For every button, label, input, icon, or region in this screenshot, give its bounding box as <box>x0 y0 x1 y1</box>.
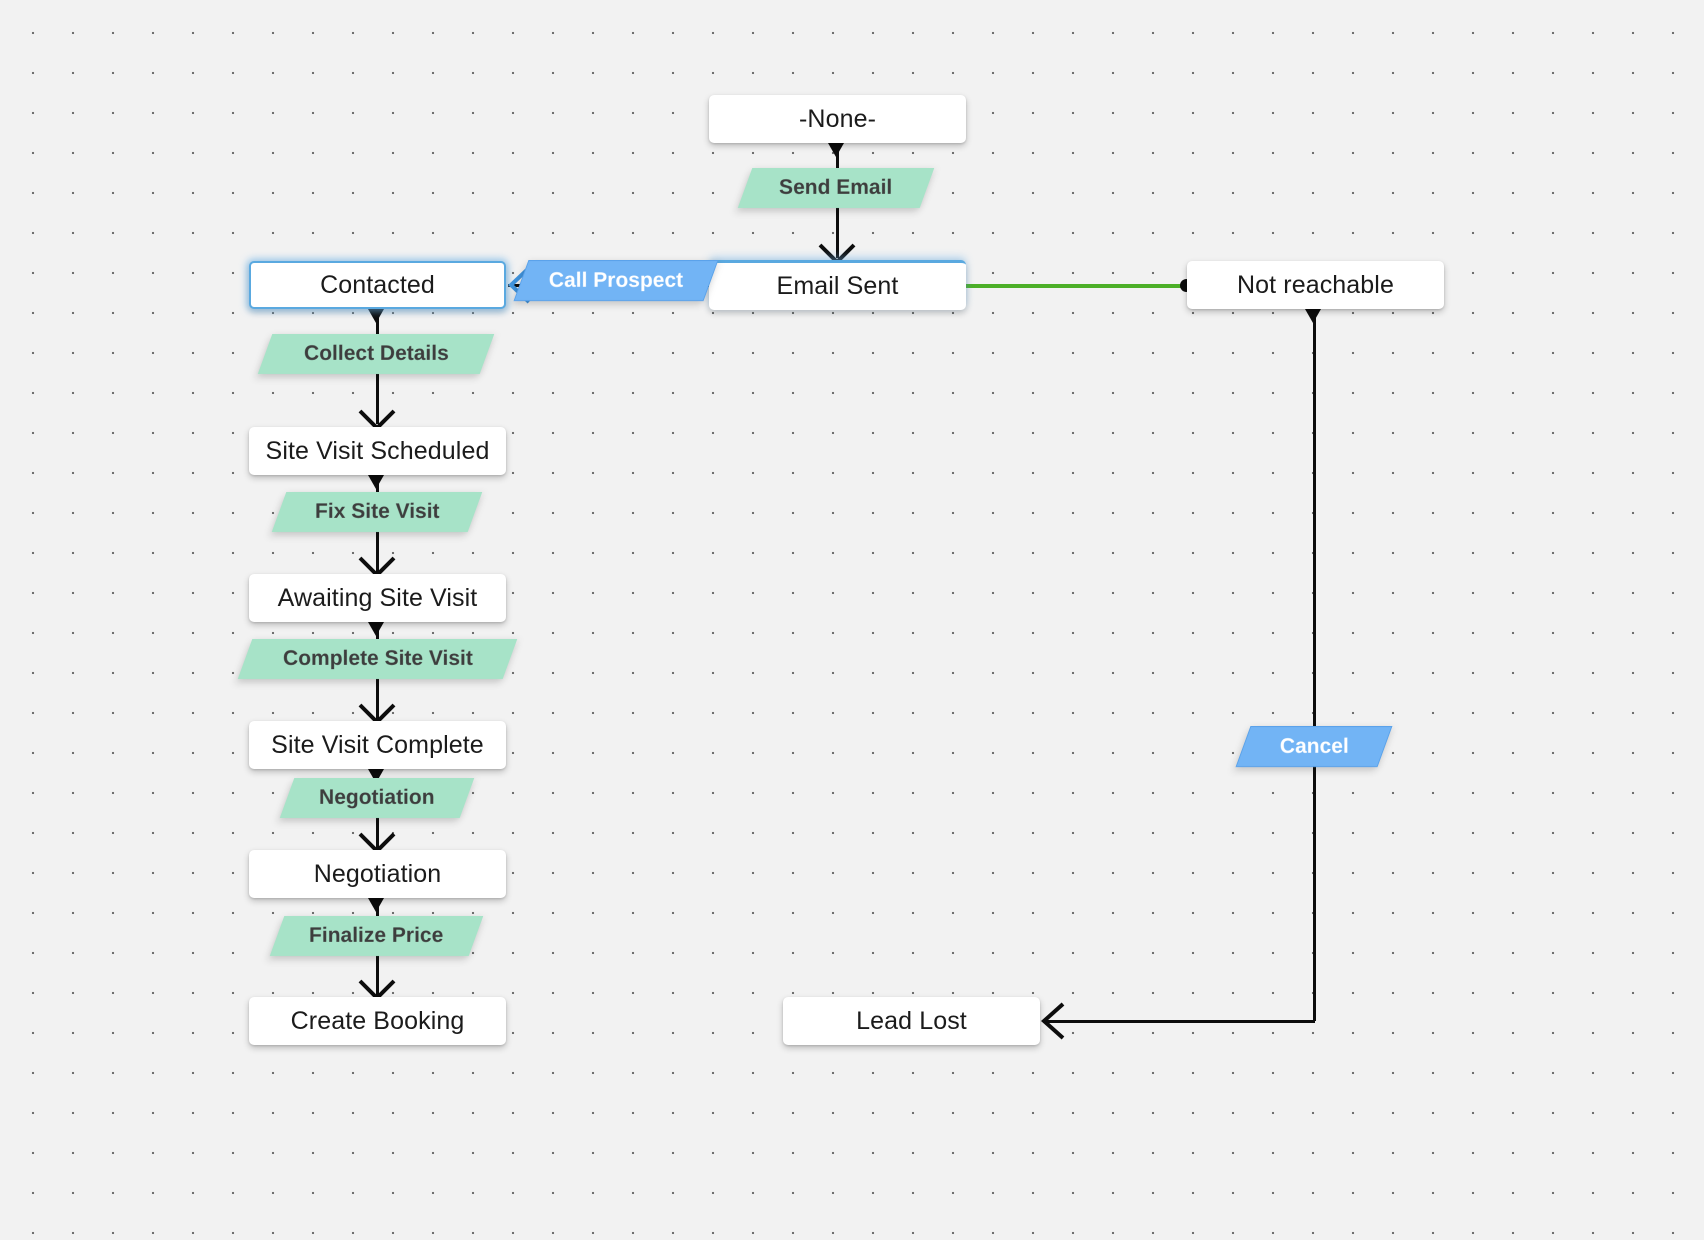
node-label: Site Visit Scheduled <box>265 436 490 465</box>
node-lead-lost[interactable]: Lead Lost <box>783 997 1040 1045</box>
node-negotiation[interactable]: Negotiation <box>249 850 506 898</box>
node-site-visit-scheduled[interactable]: Site Visit Scheduled <box>249 427 506 475</box>
node-awaiting-site-visit[interactable]: Awaiting Site Visit <box>249 574 506 622</box>
transition-negotiation[interactable]: Negotiation <box>279 778 475 818</box>
node-label: Site Visit Complete <box>271 730 484 759</box>
node-label: Contacted <box>320 270 435 299</box>
node-contacted[interactable]: Contacted <box>249 261 506 309</box>
transition-label: Fix Site Visit <box>314 500 440 523</box>
transition-finalize-price[interactable]: Finalize Price <box>269 916 484 956</box>
transition-label: Cancel <box>1279 734 1349 758</box>
transition-label: Complete Site Visit <box>282 647 473 670</box>
transition-collect-details[interactable]: Collect Details <box>257 334 495 374</box>
transition-cancel[interactable]: Cancel <box>1235 726 1393 767</box>
transition-complete-site-visit[interactable]: Complete Site Visit <box>237 639 518 679</box>
node-label: Negotiation <box>313 859 442 888</box>
node-label: Lead Lost <box>856 1006 967 1035</box>
transition-label: Finalize Price <box>309 924 444 947</box>
node-email-sent[interactable]: Email Sent <box>709 260 966 310</box>
node-not-reachable[interactable]: Not reachable <box>1187 261 1444 309</box>
node-label: Create Booking <box>290 1006 465 1035</box>
connector-email-sent-to-not-reachable <box>966 284 1188 288</box>
node-label: Awaiting Site Visit <box>277 583 478 612</box>
transition-fix-site-visit[interactable]: Fix Site Visit <box>271 492 483 532</box>
transition-label: Send Email <box>779 176 893 199</box>
node-none[interactable]: -None- <box>709 95 966 143</box>
node-site-visit-complete[interactable]: Site Visit Complete <box>249 721 506 769</box>
connector-not-reachable-down <box>1313 309 1316 1021</box>
transition-call-prospect[interactable]: Call Prospect <box>513 260 719 301</box>
node-label: -None- <box>798 104 877 133</box>
transition-label: Negotiation <box>319 786 435 809</box>
transition-label: Call Prospect <box>548 268 684 292</box>
node-label: Not reachable <box>1237 270 1394 299</box>
transition-send-email[interactable]: Send Email <box>737 168 935 208</box>
transition-label: Collect Details <box>303 342 449 365</box>
node-create-booking[interactable]: Create Booking <box>249 997 506 1045</box>
connector-to-lead-lost <box>1043 1020 1315 1023</box>
node-label: Email Sent <box>776 272 899 300</box>
